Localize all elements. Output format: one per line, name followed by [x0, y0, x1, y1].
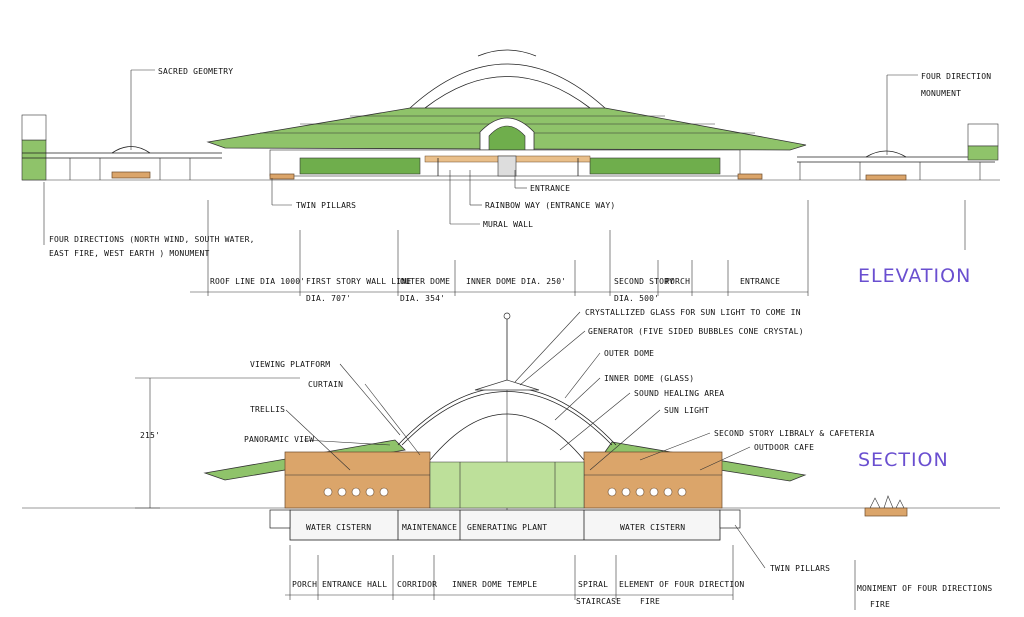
- dim-porch-section: PORCH: [292, 580, 317, 589]
- label-trellis: TRELLIS: [250, 405, 285, 414]
- label-four-directions-1: FOUR DIRECTIONS (NORTH WIND, SOUTH WATER…: [49, 235, 255, 244]
- section-leaders: [285, 311, 766, 569]
- section-title: SECTION: [858, 449, 949, 471]
- section-inner-garden: [429, 461, 585, 509]
- label-sun-light: SUN LIGHT: [664, 406, 709, 415]
- dim-second-story-dia: DIA. 500': [614, 294, 659, 303]
- dim-monument-four-directions: MONIMENT OF FOUR DIRECTIONS: [857, 584, 992, 593]
- dim-outer-dome: OUTER DOME: [400, 277, 450, 286]
- section-left-wing: [284, 451, 431, 509]
- dim-first-story: FIRST STORY WALL LINE: [306, 277, 411, 286]
- elevation-leaders: [43, 69, 918, 245]
- label-four-direction: FOUR DIRECTION: [921, 72, 991, 81]
- dim-porch: PORCH: [665, 277, 690, 286]
- height-dimension: [135, 377, 300, 509]
- label-viewing-platform: VIEWING PLATFORM: [250, 360, 330, 369]
- label-height: 215': [140, 431, 160, 440]
- label-twin-pillars-elevation: TWIN PILLARS: [296, 201, 356, 210]
- dim-monument-fire: FIRE: [870, 600, 890, 609]
- label-mural-wall: MURAL WALL: [483, 220, 533, 229]
- label-inner-dome-glass: INNER DOME (GLASS): [604, 374, 694, 383]
- elevation-outer-dome: [409, 63, 606, 109]
- dim-entrance-hall: ENTRANCE HALL: [322, 580, 387, 589]
- right-monument: [797, 123, 999, 181]
- dim-spiral: SPIRAL: [578, 580, 608, 589]
- label-sound-healing: SOUND HEALING AREA: [634, 389, 724, 398]
- label-monument: MONUMENT: [921, 89, 961, 98]
- elevation-view: SACRED GEOMETRY FOUR DIRECTION MONUMENT …: [21, 49, 1000, 303]
- room-water-cistern-left: WATER CISTERN: [306, 523, 371, 532]
- dim-entrance: ENTRANCE: [740, 277, 780, 286]
- dim-inner-dome: INNER DOME DIA. 250': [466, 277, 566, 286]
- label-second-story: SECOND STORY LIBRALY & CAFETERIA: [714, 429, 875, 438]
- label-rainbow-way: RAINBOW WAY (ENTRANCE WAY): [485, 201, 615, 210]
- section-building: [203, 379, 908, 541]
- label-twin-pillars-section: TWIN PILLARS: [770, 564, 830, 573]
- label-panoramic-view: PANORAMIC VIEW: [244, 435, 314, 444]
- room-generating-plant: GENERATING PLANT: [467, 523, 547, 532]
- dim-element-fire: FIRE: [640, 597, 660, 606]
- section-dimensions: [285, 545, 856, 610]
- dim-corridor: CORRIDOR: [397, 580, 437, 589]
- section-fire-monument: [864, 507, 908, 517]
- dim-outer-dome-dia: DIA. 354': [400, 294, 445, 303]
- elevation-title: ELEVATION: [858, 265, 971, 287]
- dim-first-story-dia: DIA. 707': [306, 294, 351, 303]
- dim-element-four-direction: ELEMENT OF FOUR DIRECTION: [619, 580, 744, 589]
- dim-roof-line: ROOF LINE DIA 1000': [210, 277, 305, 286]
- label-curtain: CURTAIN: [308, 380, 343, 389]
- dim-staircase: STAIRCASE: [576, 597, 621, 606]
- elevation-dimensions: [190, 200, 966, 296]
- label-four-directions-2: EAST FIRE, WEST EARTH ) MONUMENT: [49, 249, 210, 258]
- dim-second-story: SECOND STORY: [614, 277, 674, 286]
- section-view: 215': [22, 308, 1000, 610]
- label-entrance: ENTRANCE: [530, 184, 570, 193]
- elevation-building: [206, 49, 807, 180]
- label-outer-dome-section: OUTER DOME: [604, 349, 654, 358]
- left-monument: [21, 114, 222, 181]
- dim-inner-dome-temple: INNER DOME TEMPLE: [452, 580, 537, 589]
- room-maintenance: MAINTENANCE: [402, 523, 457, 532]
- label-outdoor-cafe: OUTDOOR CAFE: [754, 443, 814, 452]
- label-sacred-geometry: SACRED GEOMETRY: [158, 67, 233, 76]
- room-water-cistern-right: WATER CISTERN: [620, 523, 685, 532]
- label-generator: GENERATOR (FIVE SIDED BUBBLES CONE CRYST…: [588, 327, 804, 336]
- section-right-wing: [583, 451, 723, 509]
- label-crystallized-glass: CRYSTALLIZED GLASS FOR SUN LIGHT TO COME…: [585, 308, 801, 317]
